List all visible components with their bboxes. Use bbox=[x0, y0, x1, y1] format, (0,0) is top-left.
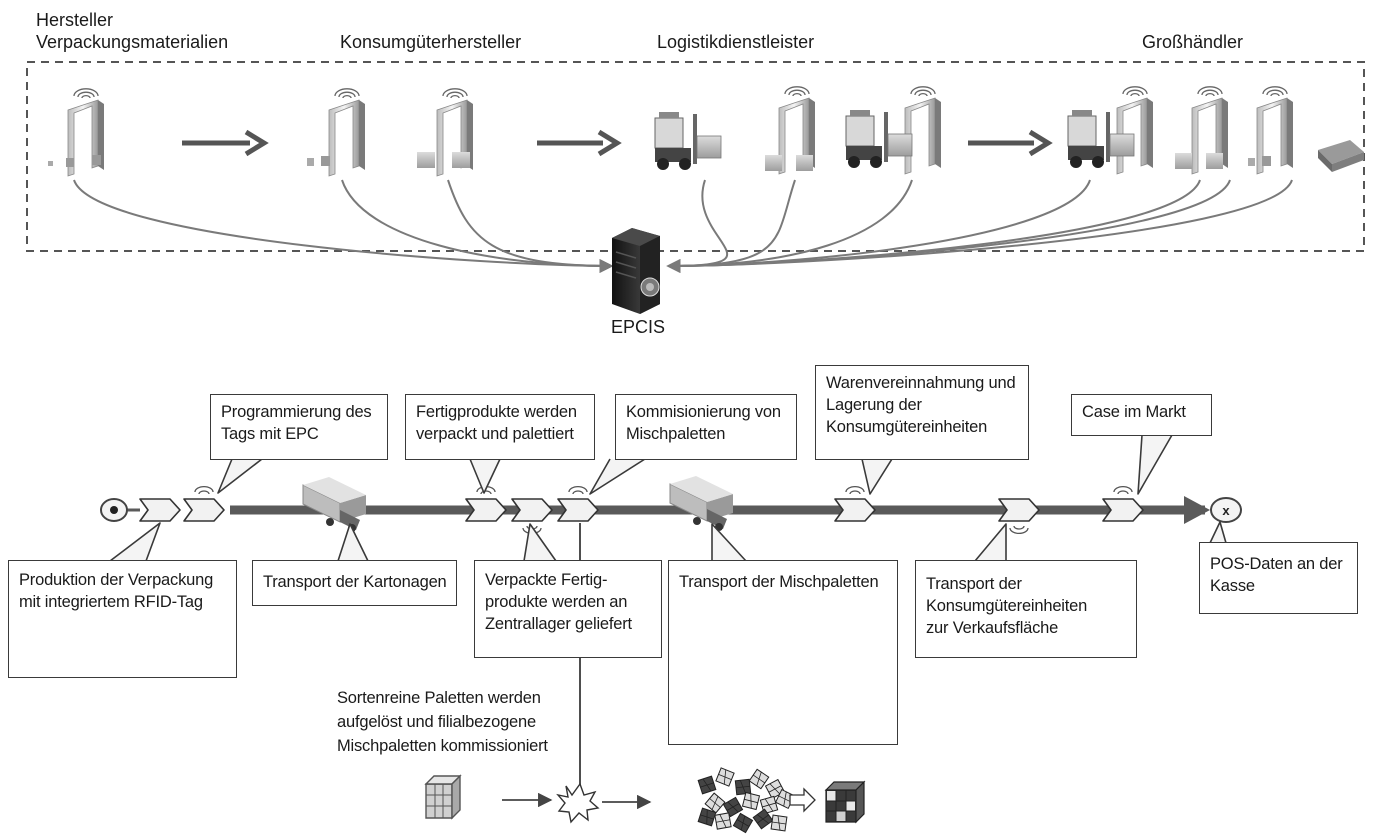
epcis-label: EPCIS bbox=[611, 317, 666, 337]
callout-warenvereinnahmung bbox=[861, 458, 893, 495]
truck-icon bbox=[302, 477, 366, 532]
tray-icon bbox=[1318, 140, 1364, 172]
process-step-chevron bbox=[998, 498, 1040, 535]
process-step-chevron bbox=[511, 498, 553, 535]
box-produktion: Produktion der Verpackung mit integriert… bbox=[8, 560, 237, 678]
scattered-cubes-icon bbox=[697, 767, 796, 834]
sortenreine-label: Sortenreine Paletten werden aufgelöst un… bbox=[337, 689, 548, 755]
box-pos-daten: POS-Daten an der Kasse bbox=[1199, 542, 1358, 614]
callout-fertigprodukte bbox=[469, 458, 501, 494]
epcis-connection bbox=[666, 179, 1231, 273]
forklift-icon bbox=[845, 110, 913, 168]
process-step-chevron bbox=[834, 485, 876, 522]
box-programmierung: Programmierung des Tags mit EPC bbox=[210, 394, 388, 460]
rfid-gate-icon bbox=[904, 86, 941, 175]
callout-transport-konsum bbox=[974, 523, 1007, 562]
process-step-chevron bbox=[465, 485, 507, 522]
carton-icon bbox=[48, 155, 101, 167]
box-transport-kartonagen: Transport der Kartonagen bbox=[252, 560, 457, 606]
sorted-cube-icon bbox=[424, 774, 462, 820]
stage-label-grosshaendler: Großhändler bbox=[1142, 32, 1244, 52]
stage-arrow bbox=[182, 129, 269, 157]
forklift-icon bbox=[654, 112, 722, 170]
hollow-arrow-icon bbox=[789, 787, 816, 813]
callout-pos bbox=[1209, 521, 1227, 544]
box-fertigprodukte: Fertigprodukte werden verpackt und palet… bbox=[405, 394, 595, 460]
stage-label-hersteller: Hersteller Verpackungsmaterialien bbox=[36, 10, 229, 52]
mixed-cube-icon bbox=[824, 780, 866, 824]
stage-arrow bbox=[968, 129, 1053, 157]
box-transport-konsumguetereinheiten: Transport der Konsumgütereinheiten zur V… bbox=[915, 560, 1137, 658]
start-marker bbox=[100, 498, 128, 522]
rfid-gate-icon bbox=[1191, 86, 1228, 175]
epcis-connection bbox=[666, 179, 796, 273]
box-verpackte: Verpackte Fertig- produkte werden an Zen… bbox=[474, 560, 662, 658]
callout-transport-kartonagen bbox=[337, 523, 369, 562]
carton-icon bbox=[1248, 156, 1271, 166]
truck-icon bbox=[669, 476, 733, 531]
burst-icon bbox=[556, 782, 600, 824]
end-marker: x bbox=[1210, 497, 1242, 523]
callout-programmierung bbox=[217, 458, 263, 494]
epcis-connection bbox=[666, 179, 1293, 273]
box-transport-mischpaletten: Transport der Mischpaletten bbox=[668, 560, 898, 745]
callout-kommisionierung bbox=[589, 458, 646, 495]
stage-arrow bbox=[537, 129, 622, 157]
box-kommisionierung: Kommisionierung von Mischpaletten bbox=[615, 394, 797, 460]
epcis-connection bbox=[666, 179, 729, 273]
rfid-gate-icon bbox=[328, 88, 365, 177]
callout-transport-mischpaletten bbox=[711, 523, 747, 562]
epcis-connection bbox=[447, 179, 614, 273]
process-step-chevron bbox=[557, 485, 599, 522]
forklift-icon bbox=[1067, 110, 1135, 168]
callout-verpackte bbox=[523, 523, 557, 562]
box-warenvereinnahmung: Warenvereinnahmung und Lagerung der Kons… bbox=[815, 365, 1029, 460]
carton-icon bbox=[417, 152, 470, 168]
epcis-connection bbox=[73, 179, 614, 273]
stage-label-konsumgueterhersteller: Konsumgüterhersteller bbox=[340, 32, 522, 52]
epcis-server-icon bbox=[612, 228, 660, 314]
timeline-arrowhead bbox=[1184, 496, 1210, 524]
process-step-chevron bbox=[183, 485, 225, 522]
rfid-gate-icon bbox=[1116, 86, 1153, 175]
process-step-chevron bbox=[139, 498, 181, 522]
process-step-chevron bbox=[1102, 485, 1144, 522]
carton-icon bbox=[1175, 153, 1223, 169]
callout-produktion bbox=[109, 522, 161, 562]
carton-icon bbox=[765, 155, 813, 171]
box-case-im-markt: Case im Markt bbox=[1071, 394, 1212, 436]
epcis-connection bbox=[666, 179, 1091, 273]
carton-icon bbox=[307, 156, 330, 166]
rfid-gate-icon bbox=[67, 88, 104, 177]
callout-case bbox=[1137, 434, 1173, 495]
stage-label-logistikdienstleister: Logistikdienstleister bbox=[657, 32, 815, 52]
rfid-gate-icon bbox=[1256, 86, 1293, 175]
end-marker-label: x bbox=[1222, 503, 1230, 518]
